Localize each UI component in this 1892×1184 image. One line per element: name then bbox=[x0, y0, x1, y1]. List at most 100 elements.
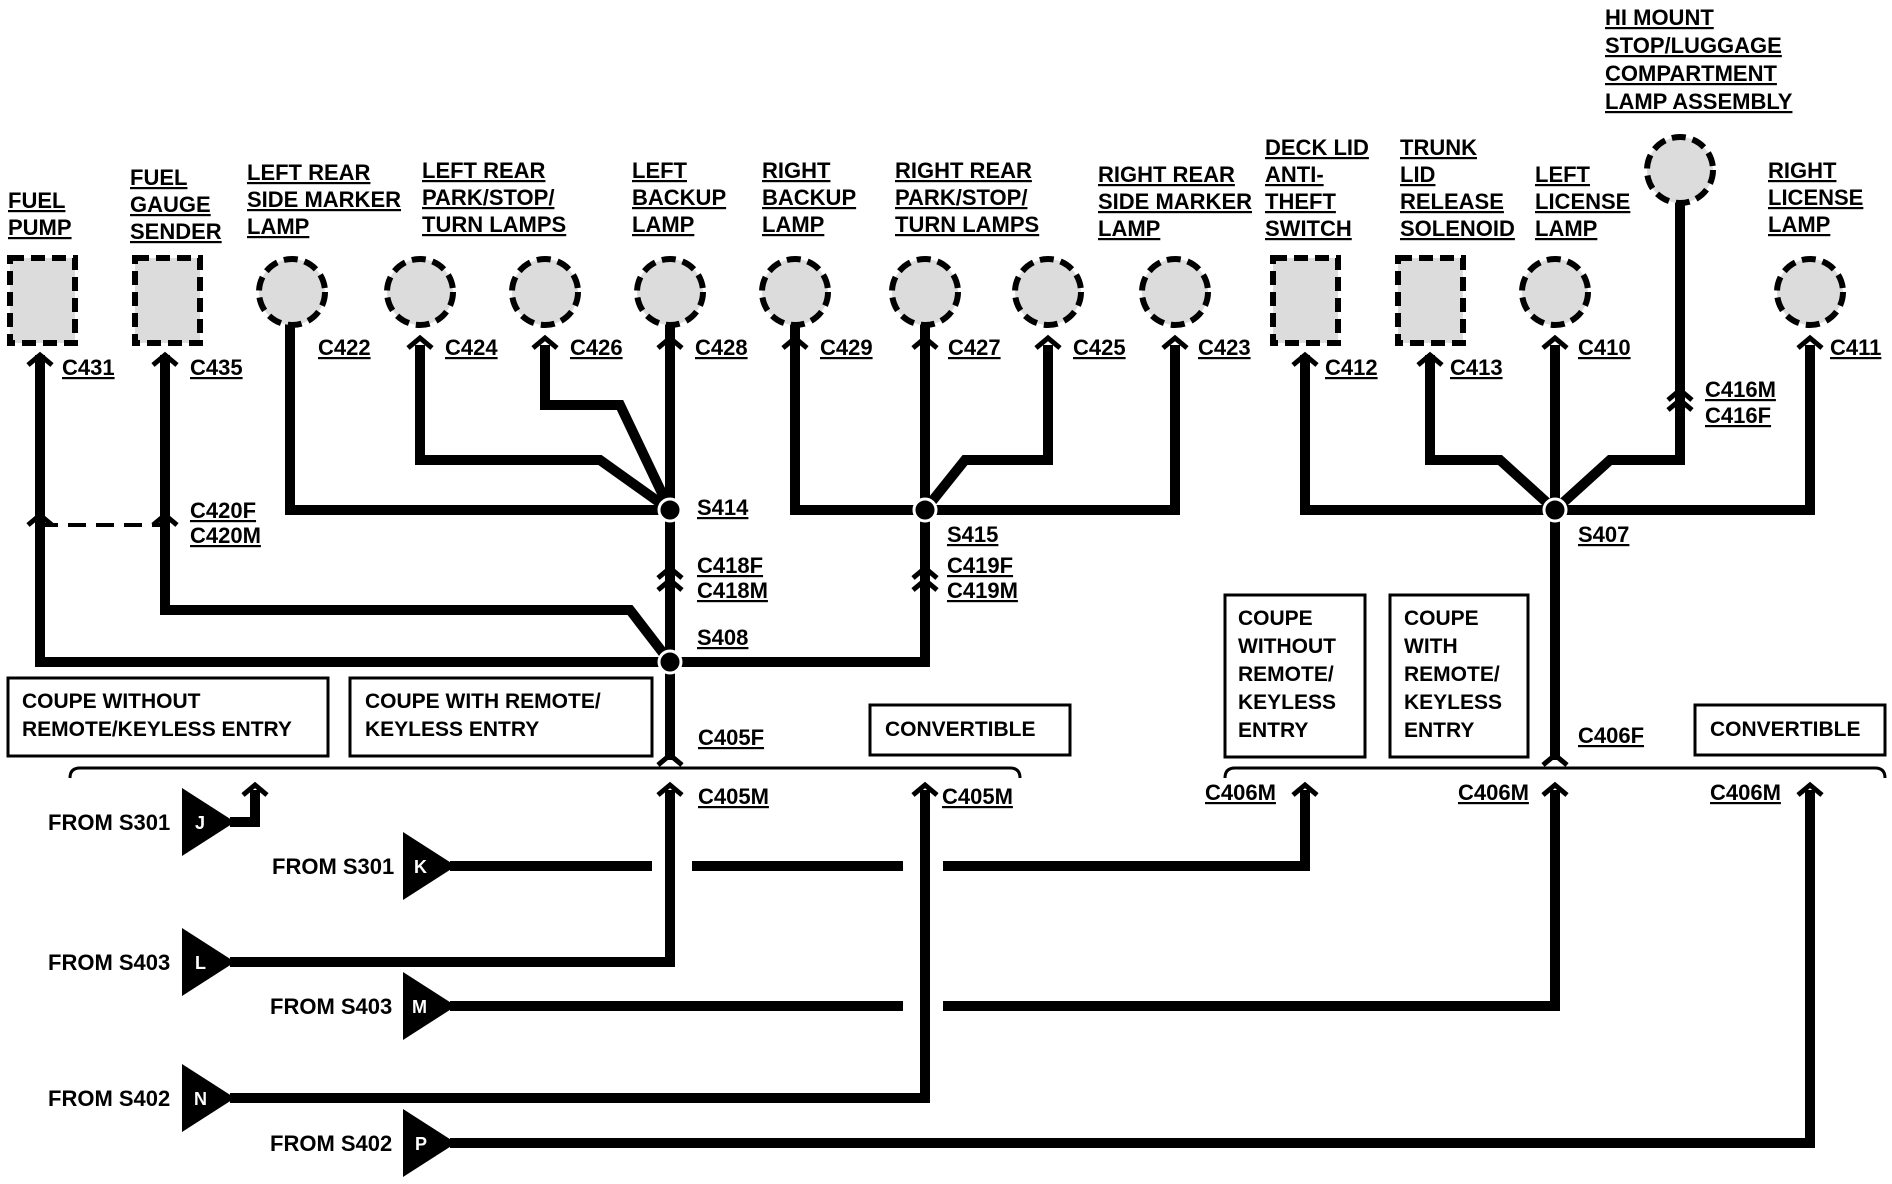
label-s414: S414 bbox=[697, 495, 749, 520]
label-c405m-b: C405M bbox=[942, 784, 1013, 809]
label-c419f: C419F bbox=[947, 553, 1013, 578]
label-c425: C425 bbox=[1073, 335, 1126, 360]
tick-c412 bbox=[1291, 351, 1319, 367]
fuel-gauge-sender-symbol bbox=[132, 255, 203, 346]
source-m-label: FROM S403 bbox=[270, 994, 392, 1019]
tick-c405f bbox=[656, 751, 684, 767]
label-c435: C435 bbox=[190, 355, 243, 380]
source-j-letter: J bbox=[195, 813, 205, 833]
label-s408: S408 bbox=[697, 625, 748, 650]
source-l-label: FROM S403 bbox=[48, 950, 170, 975]
label-c406f: C406F bbox=[1578, 723, 1644, 748]
label-c428: C428 bbox=[695, 335, 748, 360]
tick-c424 bbox=[406, 334, 434, 350]
source-k-arrow bbox=[403, 832, 456, 900]
source-j-label: FROM S301 bbox=[48, 810, 170, 835]
tick-c423 bbox=[1161, 334, 1189, 350]
source-p-label: FROM S402 bbox=[270, 1131, 392, 1156]
source-n-label: FROM S402 bbox=[48, 1086, 170, 1111]
source-k-letter: K bbox=[414, 857, 427, 877]
box-convertible-left bbox=[868, 703, 1072, 757]
trunk-lid-solenoid-symbol bbox=[1395, 255, 1466, 346]
wire-right-backup bbox=[790, 315, 925, 515]
label-c416f: C416F bbox=[1705, 403, 1771, 428]
tick-c418 bbox=[656, 564, 684, 592]
box-coupe-without-left bbox=[6, 676, 330, 758]
source-j-arrow bbox=[182, 788, 235, 856]
box-coupe-with-right bbox=[1388, 593, 1530, 759]
label-c424: C424 bbox=[445, 335, 498, 360]
label-c427: C427 bbox=[948, 335, 1001, 360]
label-c406m-c: C406M bbox=[1710, 780, 1781, 805]
wire-c426 bbox=[540, 345, 675, 513]
label-c420f: C420F bbox=[190, 498, 256, 523]
wire-source-m-b bbox=[943, 790, 1560, 1011]
source-l: FROM S403 L bbox=[48, 928, 235, 996]
tick-c435 bbox=[151, 351, 179, 367]
wire-source-p bbox=[450, 790, 1815, 1148]
label-c413: C413 bbox=[1450, 355, 1503, 380]
text-coupe-with-left: COUPE WITH REMOTE/KEYLESS ENTRY bbox=[365, 690, 601, 741]
braces bbox=[68, 766, 1887, 779]
wire-fuel-gauge-sender bbox=[160, 355, 674, 666]
label-c418m: C418M bbox=[697, 578, 768, 603]
label-c410: C410 bbox=[1578, 335, 1631, 360]
tick-c425 bbox=[1034, 334, 1062, 350]
tick-c406m-b bbox=[1541, 781, 1569, 797]
source-m-letter: M bbox=[412, 997, 427, 1017]
source-l-arrow bbox=[182, 928, 235, 996]
right-rear-park-lamp-1-symbol bbox=[889, 256, 961, 328]
tick-c405m-a bbox=[656, 781, 684, 797]
box-coupe-with-left bbox=[348, 676, 654, 758]
wire-fuel-pump bbox=[35, 355, 670, 667]
wire-left-rear-side-marker bbox=[285, 315, 670, 515]
tick-c426 bbox=[531, 334, 559, 350]
hi-mount-lamp-symbol bbox=[1644, 134, 1716, 206]
label-c416m: C416M bbox=[1705, 377, 1776, 402]
source-m: FROM S403 M bbox=[270, 972, 456, 1040]
tick-c428 bbox=[656, 334, 684, 350]
right-license-lamp-symbol bbox=[1774, 256, 1846, 328]
source-k: FROM S301 K bbox=[272, 832, 456, 900]
tick-c411 bbox=[1796, 334, 1824, 350]
text-convertible-right: CONVERTIBLE bbox=[1710, 718, 1861, 741]
label-c423: C423 bbox=[1198, 335, 1251, 360]
source-k-label: FROM S301 bbox=[272, 854, 394, 879]
tick-c413 bbox=[1416, 351, 1444, 367]
label-c420m: C420M bbox=[190, 523, 261, 548]
tick-c410 bbox=[1541, 334, 1569, 350]
wire-source-k-c bbox=[943, 790, 1310, 871]
wire-c424 bbox=[415, 345, 673, 515]
wire-s408-s415 bbox=[670, 510, 930, 667]
wire-deck-lid bbox=[1300, 355, 1555, 515]
source-arrows: FROM S301 J FROM S301 K FROM S403 L FROM… bbox=[48, 788, 456, 1177]
brace-c405 bbox=[68, 766, 1022, 779]
tick-c420b bbox=[151, 511, 179, 527]
label-s407: S407 bbox=[1578, 522, 1629, 547]
box-convertible-right bbox=[1693, 703, 1887, 757]
tick-c406f bbox=[1541, 751, 1569, 767]
wire-trunk-lid bbox=[1425, 355, 1559, 514]
label-c406m-b: C406M bbox=[1458, 780, 1529, 805]
source-p: FROM S402 P bbox=[270, 1109, 456, 1177]
label-c431: C431 bbox=[62, 355, 115, 380]
connector-labels: C431 C435 C422 C424 C426 C428 C429 C427 … bbox=[62, 335, 1881, 809]
tick-c406m-c bbox=[1796, 781, 1824, 797]
tick-c429 bbox=[781, 334, 809, 350]
tick-c405m-b bbox=[911, 781, 939, 797]
source-j: FROM S301 J bbox=[48, 788, 235, 856]
